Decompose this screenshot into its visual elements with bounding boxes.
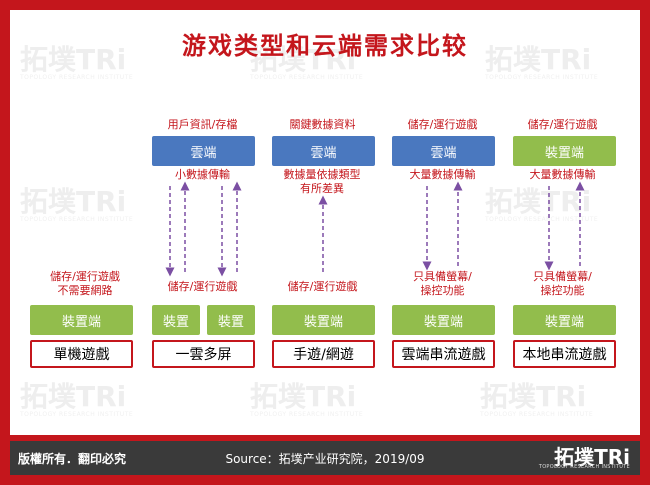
diagram-title: 游戏类型和云端需求比较	[182, 31, 468, 60]
column-bottom-label: 儲存/運行遊戲	[167, 280, 238, 293]
cloud-box: 雲端	[392, 136, 495, 166]
column-bottom-label: 只具備螢幕/ 操控功能	[533, 270, 592, 297]
column-top-label: 關鍵數據資料	[289, 118, 356, 131]
transfer-label: 大量數據傳輸	[409, 168, 476, 181]
device-box-top: 裝置端	[513, 136, 616, 166]
device-box-right: 裝置	[207, 305, 255, 335]
device-box-left: 裝置	[152, 305, 200, 335]
device-box: 裝置端	[513, 305, 616, 335]
brand-logo: 拓墣TRi TOPOLOGY RESEARCH INSTITUTE	[510, 441, 630, 475]
device-box: 裝置端	[272, 305, 375, 335]
game-type-cloud-streaming: 雲端串流遊戲	[392, 340, 495, 368]
cloud-box: 雲端	[272, 136, 375, 166]
transfer-label: 數據量依據類型 有所差異	[283, 168, 361, 195]
cloud-box: 雲端	[152, 136, 255, 166]
column-top-label: 用戶資訊/存檔	[167, 118, 238, 131]
source-citation: Source：拓墣产业研究院，2019/09	[225, 452, 425, 466]
standalone-label: 儲存/運行遊戲 不需要網路	[50, 270, 120, 297]
column-bottom-label: 只具備螢幕/ 操控功能	[413, 270, 472, 297]
device-box: 裝置端	[30, 305, 133, 335]
game-type-mobile-online: 手遊/網遊	[272, 340, 375, 368]
column-top-label: 儲存/運行遊戲	[407, 118, 478, 131]
column-bottom-label: 儲存/運行遊戲	[287, 280, 358, 293]
brand-subtitle: TOPOLOGY RESEARCH INSTITUTE	[538, 464, 630, 470]
column-top-label: 儲存/運行遊戲	[527, 118, 598, 131]
device-box: 裝置端	[392, 305, 495, 335]
game-type-local-streaming: 本地串流遊戲	[513, 340, 616, 368]
game-type-single-player: 單機遊戲	[30, 340, 133, 368]
footer-bar: 版權所有．翻印必究 Source：拓墣产业研究院，2019/09 拓墣TRi T…	[10, 441, 640, 475]
transfer-label: 小數據傳輸	[175, 168, 230, 181]
transfer-label: 大量數據傳輸	[529, 168, 596, 181]
brand-mark: 拓墣TRi	[554, 445, 630, 469]
copyright-notice: 版權所有．翻印必究	[18, 452, 127, 466]
game-type-one-cloud-multi-screen: 一雲多屏	[152, 340, 255, 368]
